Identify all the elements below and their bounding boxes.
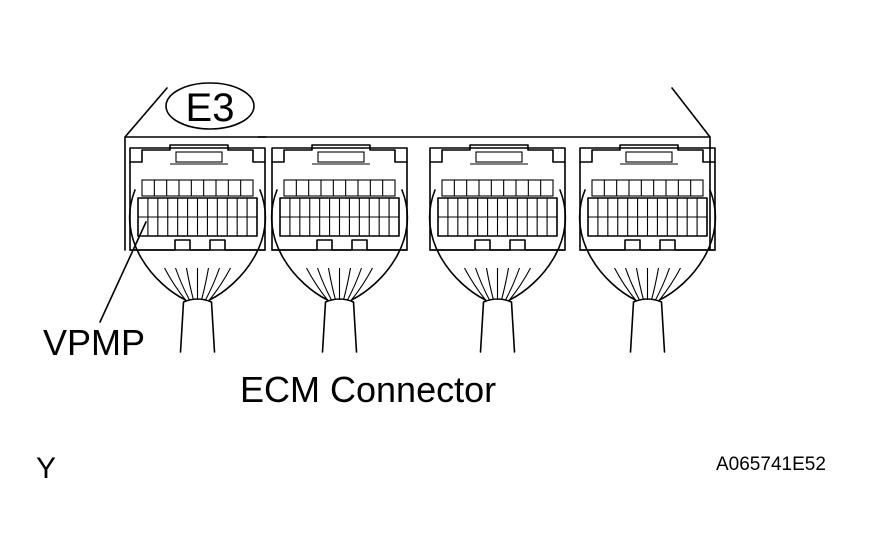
- figure-code: A065741E52: [716, 454, 826, 475]
- connector-block: [270, 144, 409, 353]
- diagram-caption: ECM Connector: [240, 369, 496, 410]
- connector-blocks: [128, 144, 717, 353]
- vpmp-leader-line: [99, 221, 147, 323]
- corner-letter: Y: [36, 452, 56, 485]
- connector-id-badge: E3: [165, 82, 255, 130]
- ecm-housing: [124, 87, 711, 251]
- connector-block: [128, 144, 267, 353]
- connector-id-label: E3: [186, 86, 235, 130]
- connector-block: [578, 144, 717, 353]
- connector-block: [428, 144, 567, 353]
- pin-label: VPMP: [43, 322, 145, 363]
